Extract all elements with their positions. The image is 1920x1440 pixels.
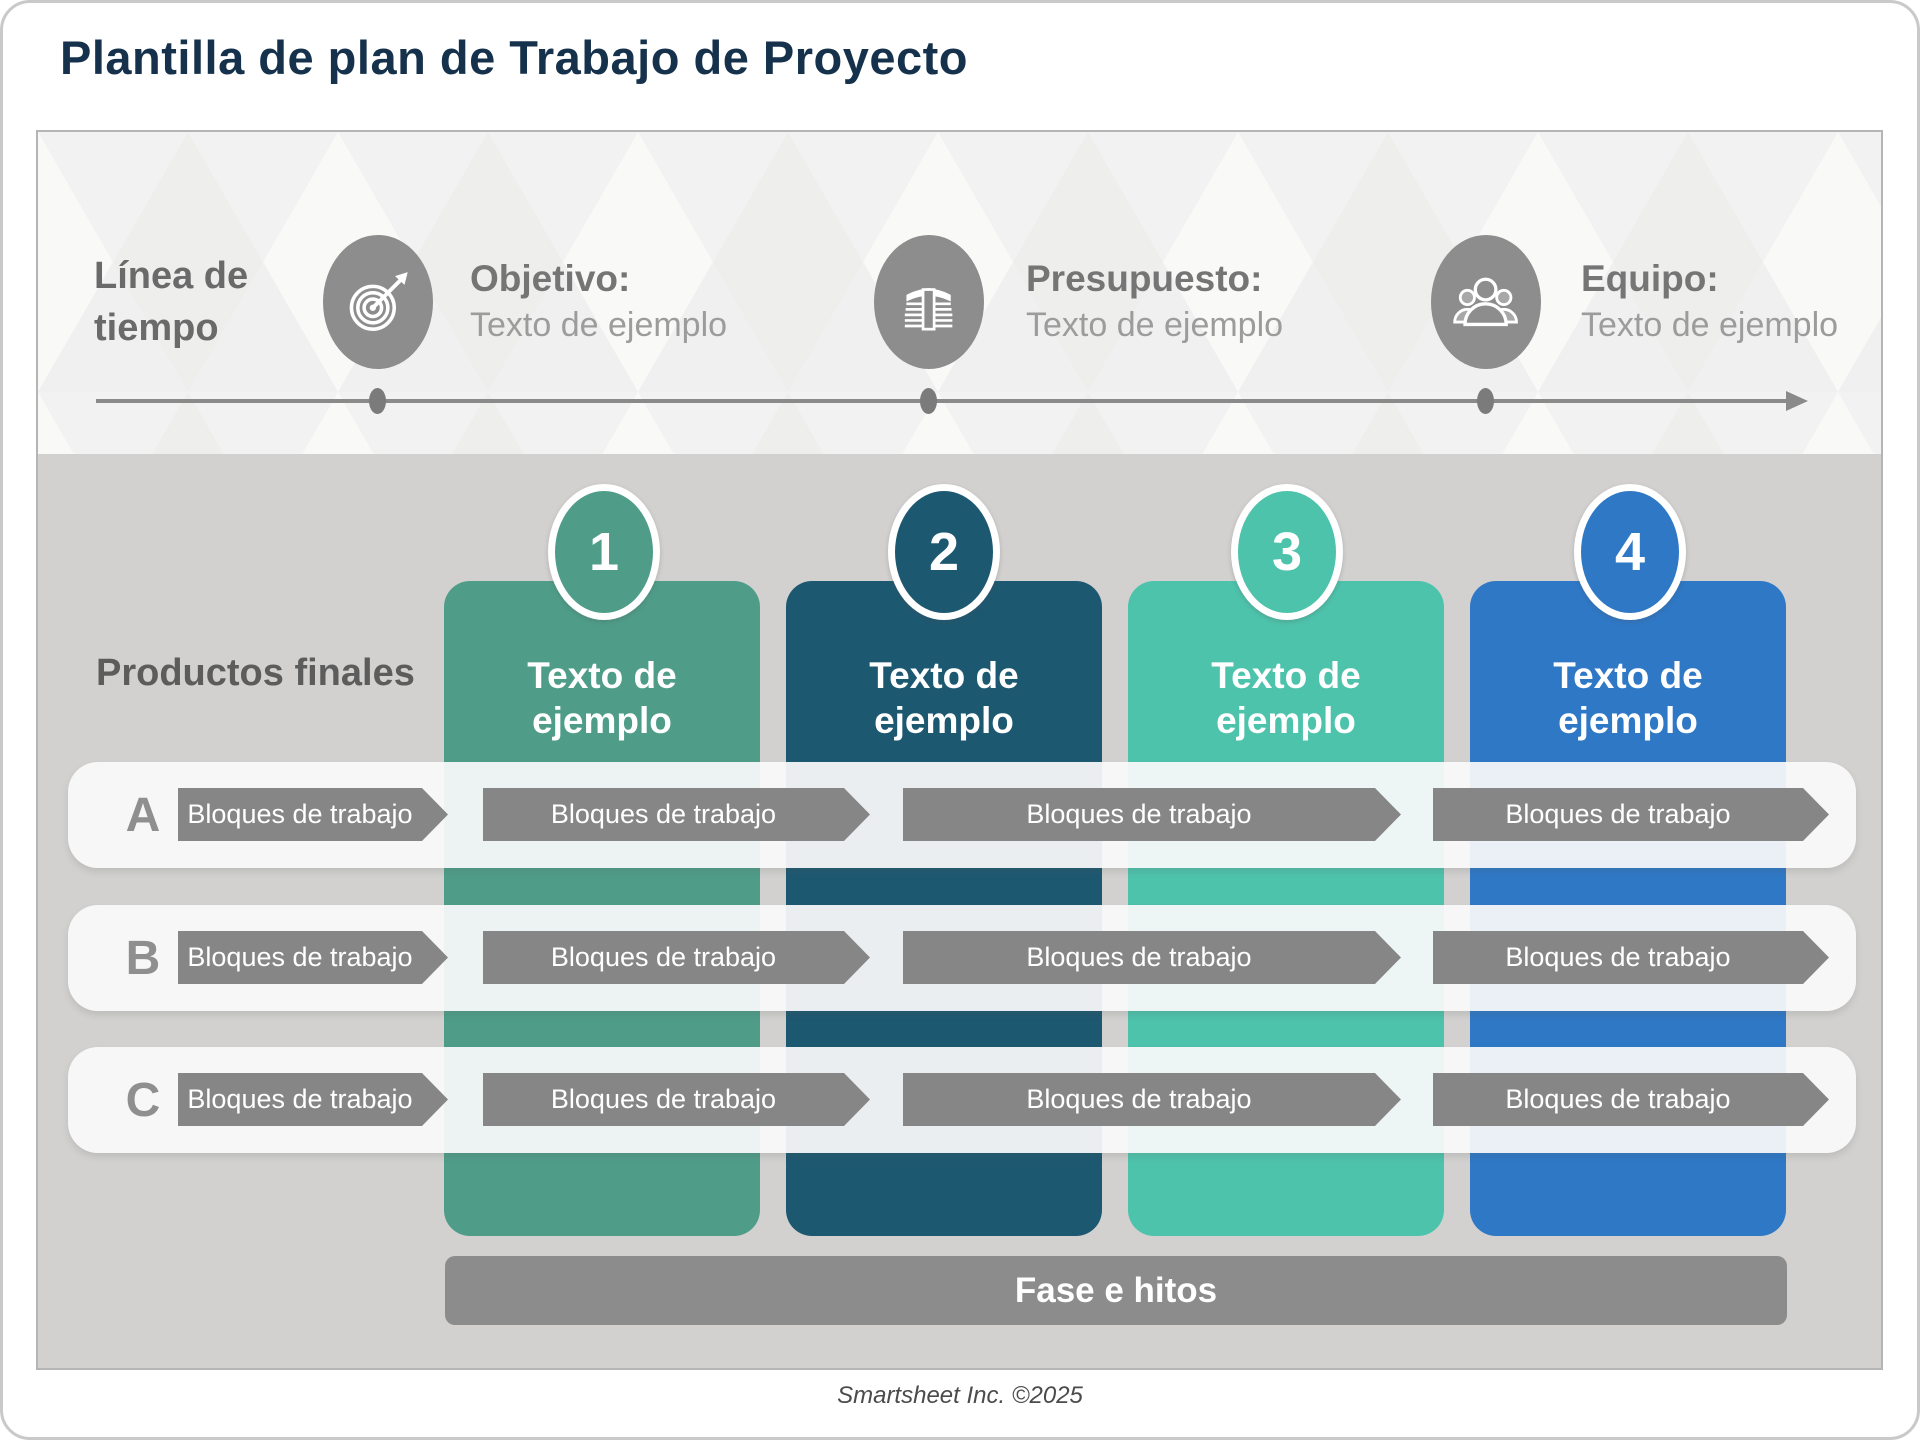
step-number-badge-2: 2	[888, 484, 1000, 620]
row-label: A	[125, 788, 161, 842]
work-block: Bloques de trabajo	[1433, 1073, 1829, 1126]
objective-value: Texto de ejemplo	[470, 306, 728, 344]
work-block: Bloques de trabajo	[483, 788, 870, 841]
timeline-arrowhead-icon	[1786, 391, 1808, 411]
row-label: B	[125, 931, 161, 985]
objective-label: Objetivo:	[470, 258, 631, 299]
step-number-badge-1: 1	[548, 484, 660, 620]
work-block: Bloques de trabajo	[178, 931, 448, 984]
team-value: Texto de ejemplo	[1581, 306, 1839, 344]
team-icon	[1431, 235, 1541, 369]
money-stack-icon	[874, 235, 984, 369]
deliverable-text: Texto de ejemplo	[1211, 655, 1361, 742]
work-block: Bloques de trabajo	[178, 788, 448, 841]
work-block: Bloques de trabajo	[1433, 931, 1829, 984]
timeline-section: Línea de tiempo Objetivo: Texto de ejemp…	[38, 132, 1881, 454]
team-label: Equipo:	[1581, 258, 1719, 299]
timeline-label: Línea de tiempo	[94, 255, 249, 349]
deliverables-label: Productos finales	[96, 652, 415, 694]
deliverable-text: Texto de ejemplo	[1553, 655, 1703, 742]
step-number-badge-4: 4	[1574, 484, 1686, 620]
footer-copyright: Smartsheet Inc. ©2025	[837, 1382, 1083, 1409]
budget-value: Texto de ejemplo	[1026, 306, 1284, 344]
phase-milestones-bar: Fase e hitos	[445, 1256, 1787, 1325]
row-label: C	[125, 1073, 161, 1127]
work-block: Bloques de trabajo	[903, 1073, 1401, 1126]
target-icon	[323, 235, 433, 369]
template-panel: Línea de tiempo Objetivo: Texto de ejemp…	[36, 130, 1883, 1370]
step-number-badge-3: 3	[1231, 484, 1343, 620]
timeline-dot	[369, 388, 386, 414]
work-row-b: B Bloques de trabajo Bloques de trabajo …	[68, 905, 1856, 1011]
work-block: Bloques de trabajo	[178, 1073, 448, 1126]
timeline-dot	[1477, 388, 1494, 414]
page-title: Plantilla de plan de Trabajo de Proyecto	[60, 31, 969, 84]
work-block: Bloques de trabajo	[903, 788, 1401, 841]
deliverable-text: Texto de ejemplo	[527, 655, 677, 742]
work-row-a: A Bloques de trabajo Bloques de trabajo …	[68, 762, 1856, 868]
work-block: Bloques de trabajo	[1433, 788, 1829, 841]
work-block: Bloques de trabajo	[483, 1073, 870, 1126]
timeline-line	[96, 399, 1786, 403]
timeline-dot	[920, 388, 937, 414]
work-block: Bloques de trabajo	[903, 931, 1401, 984]
budget-label: Presupuesto:	[1026, 258, 1263, 299]
work-row-c: C Bloques de trabajo Bloques de trabajo …	[68, 1047, 1856, 1153]
work-block: Bloques de trabajo	[483, 931, 870, 984]
deliverable-text: Texto de ejemplo	[869, 655, 1019, 742]
